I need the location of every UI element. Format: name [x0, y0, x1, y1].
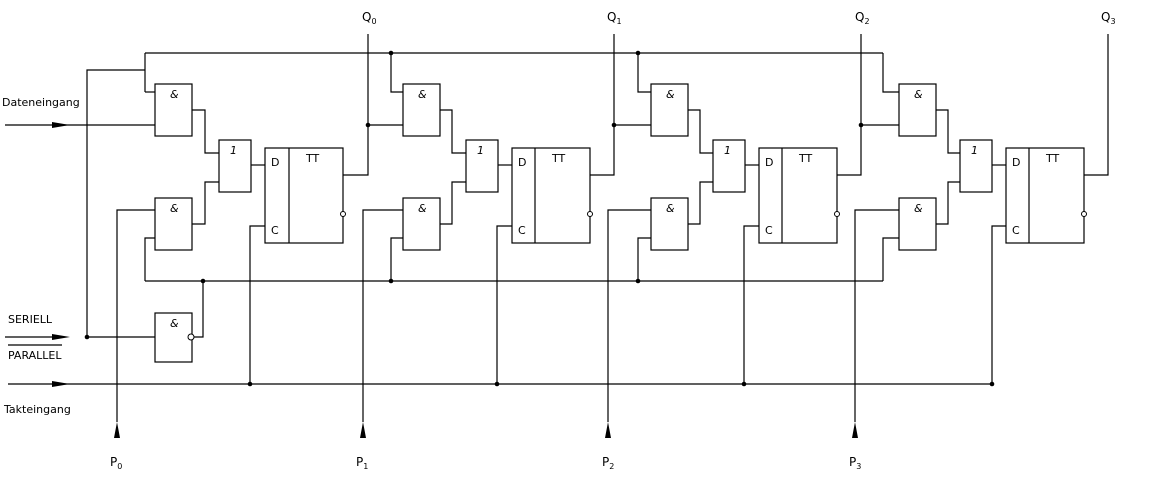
and-symbol: & — [418, 88, 427, 101]
parallel-input-label-p2: P2 — [602, 455, 614, 471]
data-input-arrow — [5, 122, 70, 128]
stage-3: & & 1 D C TT — [854, 34, 1109, 422]
c-pin: C — [765, 224, 773, 237]
flipflop — [758, 147, 838, 244]
and-symbol: & — [170, 202, 179, 215]
and-symbol: & — [666, 202, 675, 215]
flipflop-type: TT — [305, 152, 320, 165]
p2-arrow — [605, 422, 611, 438]
output-label-q1: Q1 — [607, 10, 622, 26]
parallel-input-label-p1: P1 — [356, 455, 368, 471]
flipflop — [1005, 147, 1085, 244]
clock-input-arrow — [52, 381, 70, 387]
or-gate — [465, 139, 499, 193]
data-input-label: Dateneingang — [2, 96, 80, 109]
or-symbol: 1 — [971, 144, 978, 157]
junction-dot — [84, 334, 90, 340]
or-gate — [712, 139, 746, 193]
stage-2: & & 1 D C TT — [607, 34, 862, 422]
flipflop-type: TT — [551, 152, 566, 165]
and-gate-lower — [898, 197, 937, 251]
or-symbol: 1 — [724, 144, 731, 157]
and-symbol: & — [914, 88, 923, 101]
mode-input-arrow — [5, 334, 70, 340]
junction-dot — [200, 278, 206, 284]
parallel-input-label-p0: P0 — [110, 455, 122, 471]
d-pin: D — [1012, 156, 1020, 169]
mode-wire-vertical — [86, 69, 145, 337]
and-gate-lower — [402, 197, 441, 251]
flipflop-type: TT — [1045, 152, 1060, 165]
c-pin: C — [1012, 224, 1020, 237]
and-gate-lower — [650, 197, 689, 251]
d-pin: D — [765, 156, 773, 169]
p1-arrow — [360, 422, 366, 438]
p3-arrow — [852, 422, 858, 438]
parallel-label: PARALLEL — [8, 349, 62, 362]
stage-0: & & 1 D C TT — [116, 34, 369, 422]
parallel-input-label-p3: P3 — [849, 455, 861, 471]
stage-1: & & 1 D C TT — [362, 34, 615, 422]
d-pin: D — [271, 156, 279, 169]
c-pin: C — [271, 224, 279, 237]
flipflop — [511, 147, 591, 244]
and-symbol: & — [914, 202, 923, 215]
and-symbol: & — [170, 88, 179, 101]
serial-label: SERIELL — [8, 313, 53, 326]
or-gate — [218, 139, 252, 193]
d-pin: D — [518, 156, 526, 169]
output-label-q0: Q0 — [362, 10, 377, 26]
and-symbol: & — [666, 88, 675, 101]
and-symbol: & — [418, 202, 427, 215]
or-gate — [959, 139, 993, 193]
output-label-q3: Q3 — [1101, 10, 1116, 26]
p0-arrow — [114, 422, 120, 438]
and-gate-upper — [154, 83, 193, 137]
inverter-output-wire — [194, 281, 204, 338]
or-symbol: 1 — [477, 144, 484, 157]
inverter-bubble — [187, 333, 195, 341]
inverter-gate-symbol: & — [170, 317, 179, 330]
or-symbol: 1 — [230, 144, 237, 157]
clock-input-label: Takteingang — [3, 403, 71, 416]
and-gate-upper — [402, 83, 441, 137]
flipflop — [264, 147, 344, 244]
c-pin: C — [518, 224, 526, 237]
flipflop-type: TT — [798, 152, 813, 165]
output-label-q2: Q2 — [855, 10, 870, 26]
